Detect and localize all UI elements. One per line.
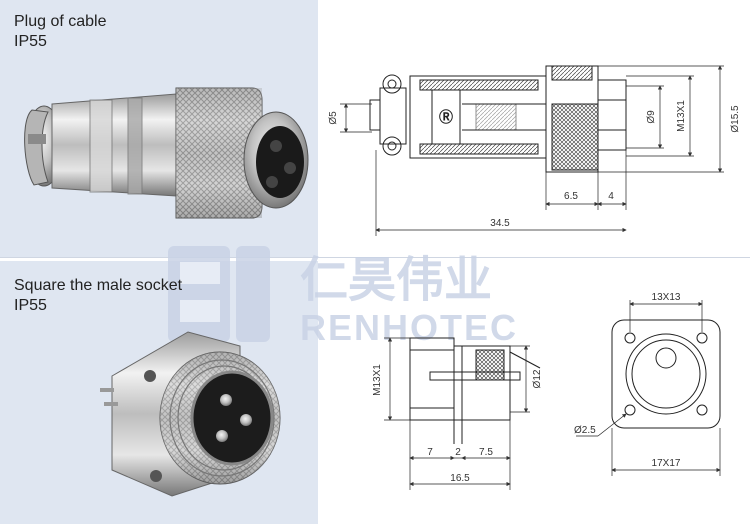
socket-side-drawing [384,337,541,490]
dim-knurl-length: 6.5 [564,191,578,202]
dim-socket-seg2: 2 [455,447,461,458]
flange-front-drawing [576,300,721,476]
dim-socket-seg3: 7.5 [479,447,493,458]
socket-caption: Square the male socket IP55 [14,276,182,316]
dim-total-length: 34.5 [490,218,510,229]
section-divider [0,257,750,261]
socket-photo [100,331,281,497]
dim-socket-total: 16.5 [450,473,470,484]
plug-caption: Plug of cable IP55 [14,12,107,52]
flange-dimension-labels: 13X13 17X17 Ø2.5 [574,292,681,469]
dim-hole-dia: Ø2.5 [574,425,596,436]
dim-flange-size: 17X17 [652,458,681,469]
dim-socket-thread: M13X1 [372,364,383,396]
socket-title: Square the male socket [14,277,183,294]
watermark-logo-icon [168,246,270,342]
plug-dimension-labels: Ø5 Ø9 M13X1 Ø15.5 6.5 4 34.5 [328,100,741,229]
plug-technical-drawing: Ⓡ [340,65,724,236]
watermark-cn-text: 仁昊伟业 [300,254,492,307]
dim-outer-dia: Ø15.5 [730,105,741,133]
watermark-en-text: RENHOTEC [300,307,518,348]
plug-rating: IP55 [14,33,47,50]
dim-socket-body-dia: Ø12 [532,369,543,388]
socket-dimension-labels: M13X1 Ø12 7 2 7.5 16.5 [372,364,543,484]
dim-inner-dia: Ø9 [646,110,657,124]
dim-cable-dia: Ø5 [328,111,339,125]
svg-text:Ⓡ: Ⓡ [439,109,453,125]
plug-title: Plug of cable [14,13,107,30]
dim-front-length: 4 [608,191,614,202]
dim-socket-seg1: 7 [427,447,433,458]
socket-rating: IP55 [14,297,47,314]
watermark: 仁昊伟业 RENHOTEC [168,246,518,348]
plug-photo [24,87,309,219]
dim-hole-spacing: 13X13 [652,292,681,303]
dim-thread: M13X1 [676,100,687,132]
